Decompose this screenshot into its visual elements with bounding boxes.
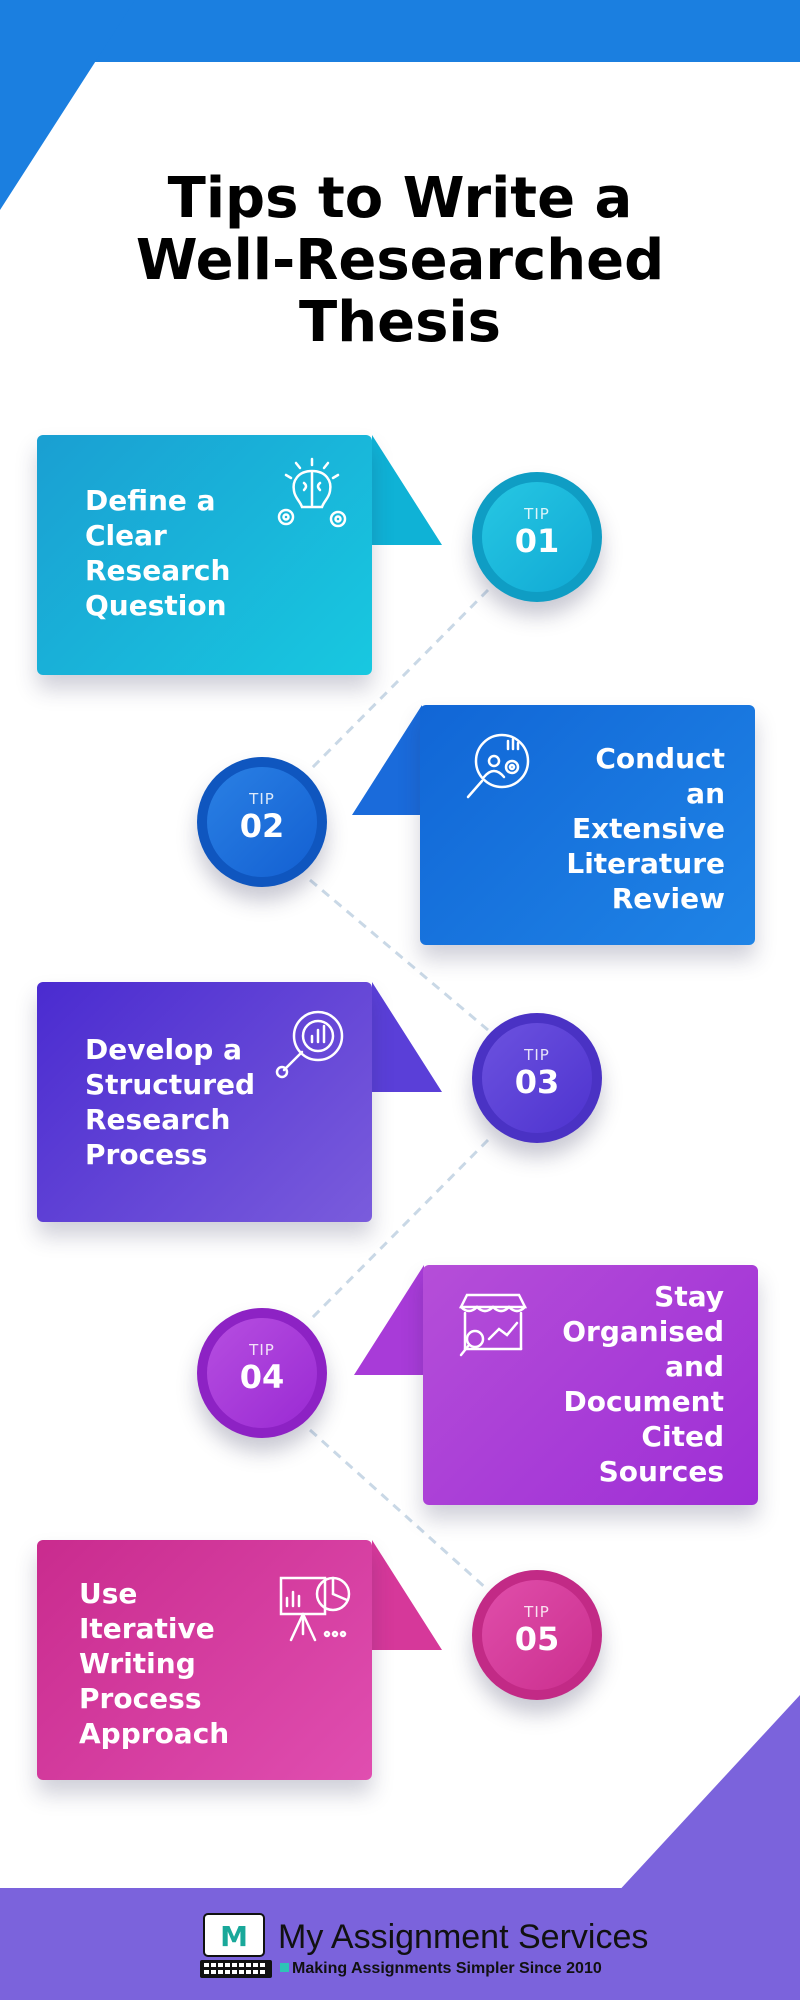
tip-04-line-1: Stay	[654, 1280, 724, 1313]
tip-02-line-5: Review	[611, 882, 725, 915]
tip-04-line-4: Document	[563, 1385, 725, 1418]
market-stall-chart-icon	[458, 1293, 528, 1357]
bottom-right-wedge	[615, 1695, 800, 1895]
tip-04-line-6: Sources	[598, 1455, 724, 1488]
tip-02-badge: TIP 02	[197, 757, 327, 887]
tip-04-label: TIP	[249, 1341, 275, 1359]
tip-02-pointer	[352, 705, 422, 815]
tip-04-line-5: Cited	[641, 1420, 724, 1453]
tip-02-line-1: Conduct	[595, 742, 725, 775]
tip-05-label: TIP	[524, 1603, 550, 1621]
gear-chart-wrench-icon	[275, 1010, 344, 1079]
tip-02-line-3: Extensive	[571, 812, 725, 845]
tip-01-number: 01	[514, 522, 560, 560]
presentation-easel-icon	[279, 1576, 351, 1642]
tip-01-line-4: Question	[85, 589, 227, 622]
tip-04-line-3: and	[665, 1350, 724, 1383]
tip-03-label: TIP	[524, 1046, 550, 1064]
tip-05-line-2: Iterative	[79, 1612, 215, 1645]
tip-03-card: Develop a Structured Research Process	[37, 982, 372, 1222]
tip-01-line-1: Define a	[85, 484, 216, 517]
page-title: Tips to Write a Well-Researched Thesis	[60, 168, 740, 354]
tip-01-line-2: Clear	[85, 519, 167, 552]
tip-03-pointer	[372, 982, 442, 1092]
brain-gears-icon	[277, 457, 347, 528]
brand-tagline: Making Assignments Simpler Since 2010	[292, 1960, 602, 1977]
tip-03-line-1: Develop a	[85, 1033, 242, 1066]
tip-03-badge: TIP 03	[472, 1013, 602, 1143]
tip-01-badge: TIP 01	[472, 472, 602, 602]
tip-02-line-2: an	[686, 777, 725, 810]
tip-01-pointer	[372, 435, 442, 545]
tip-05-line-3: Writing	[79, 1647, 196, 1680]
tip-05-number: 05	[514, 1620, 560, 1658]
tip-03-line-4: Process	[85, 1138, 208, 1171]
tip-02-line-4: Literature	[566, 847, 725, 880]
tip-05-line-4: Process	[79, 1682, 202, 1715]
tip-03-line-3: Research	[85, 1103, 231, 1136]
brand-name: My Assignment Services	[278, 1918, 649, 1956]
tip-01-line-3: Research	[85, 554, 231, 587]
tip-05-card: Use Iterative Writing Process Approach	[37, 1540, 372, 1780]
brand-logo-letter: M	[220, 1920, 248, 1953]
footer-bar	[0, 1888, 800, 2000]
tip-02-card: Conduct an Extensive Literature Review	[420, 705, 755, 945]
tip-05-badge: TIP 05	[472, 1570, 602, 1700]
tip-03-line-2: Structured	[85, 1068, 256, 1101]
tip-04-card: Stay Organised and Document Cited Source…	[423, 1265, 758, 1505]
tip-03-number: 03	[514, 1063, 560, 1101]
brand-logo: M	[200, 1913, 272, 1978]
tip-05-line-5: Approach	[79, 1717, 230, 1750]
title-line-1: Tips to Write a	[167, 166, 633, 231]
tip-04-line-2: Organised	[562, 1315, 724, 1348]
tip-04-badge: TIP 04	[197, 1308, 327, 1438]
top-left-wedge	[0, 0, 135, 210]
tip-04-number: 04	[239, 1358, 285, 1396]
tip-05-pointer	[372, 1540, 442, 1650]
tip-02-label: TIP	[249, 790, 275, 808]
title-line-3: Thesis	[299, 290, 501, 355]
tip-01-label: TIP	[524, 505, 550, 523]
tip-05-line-1: Use	[79, 1577, 138, 1610]
title-line-2: Well-Researched	[135, 228, 665, 293]
tip-02-number: 02	[239, 807, 285, 845]
brand-tagline-dot	[280, 1963, 289, 1972]
tip-01-card: Define a Clear Research Question	[37, 435, 372, 675]
tip-04-pointer	[354, 1265, 424, 1375]
magnifier-research-icon	[466, 733, 530, 799]
